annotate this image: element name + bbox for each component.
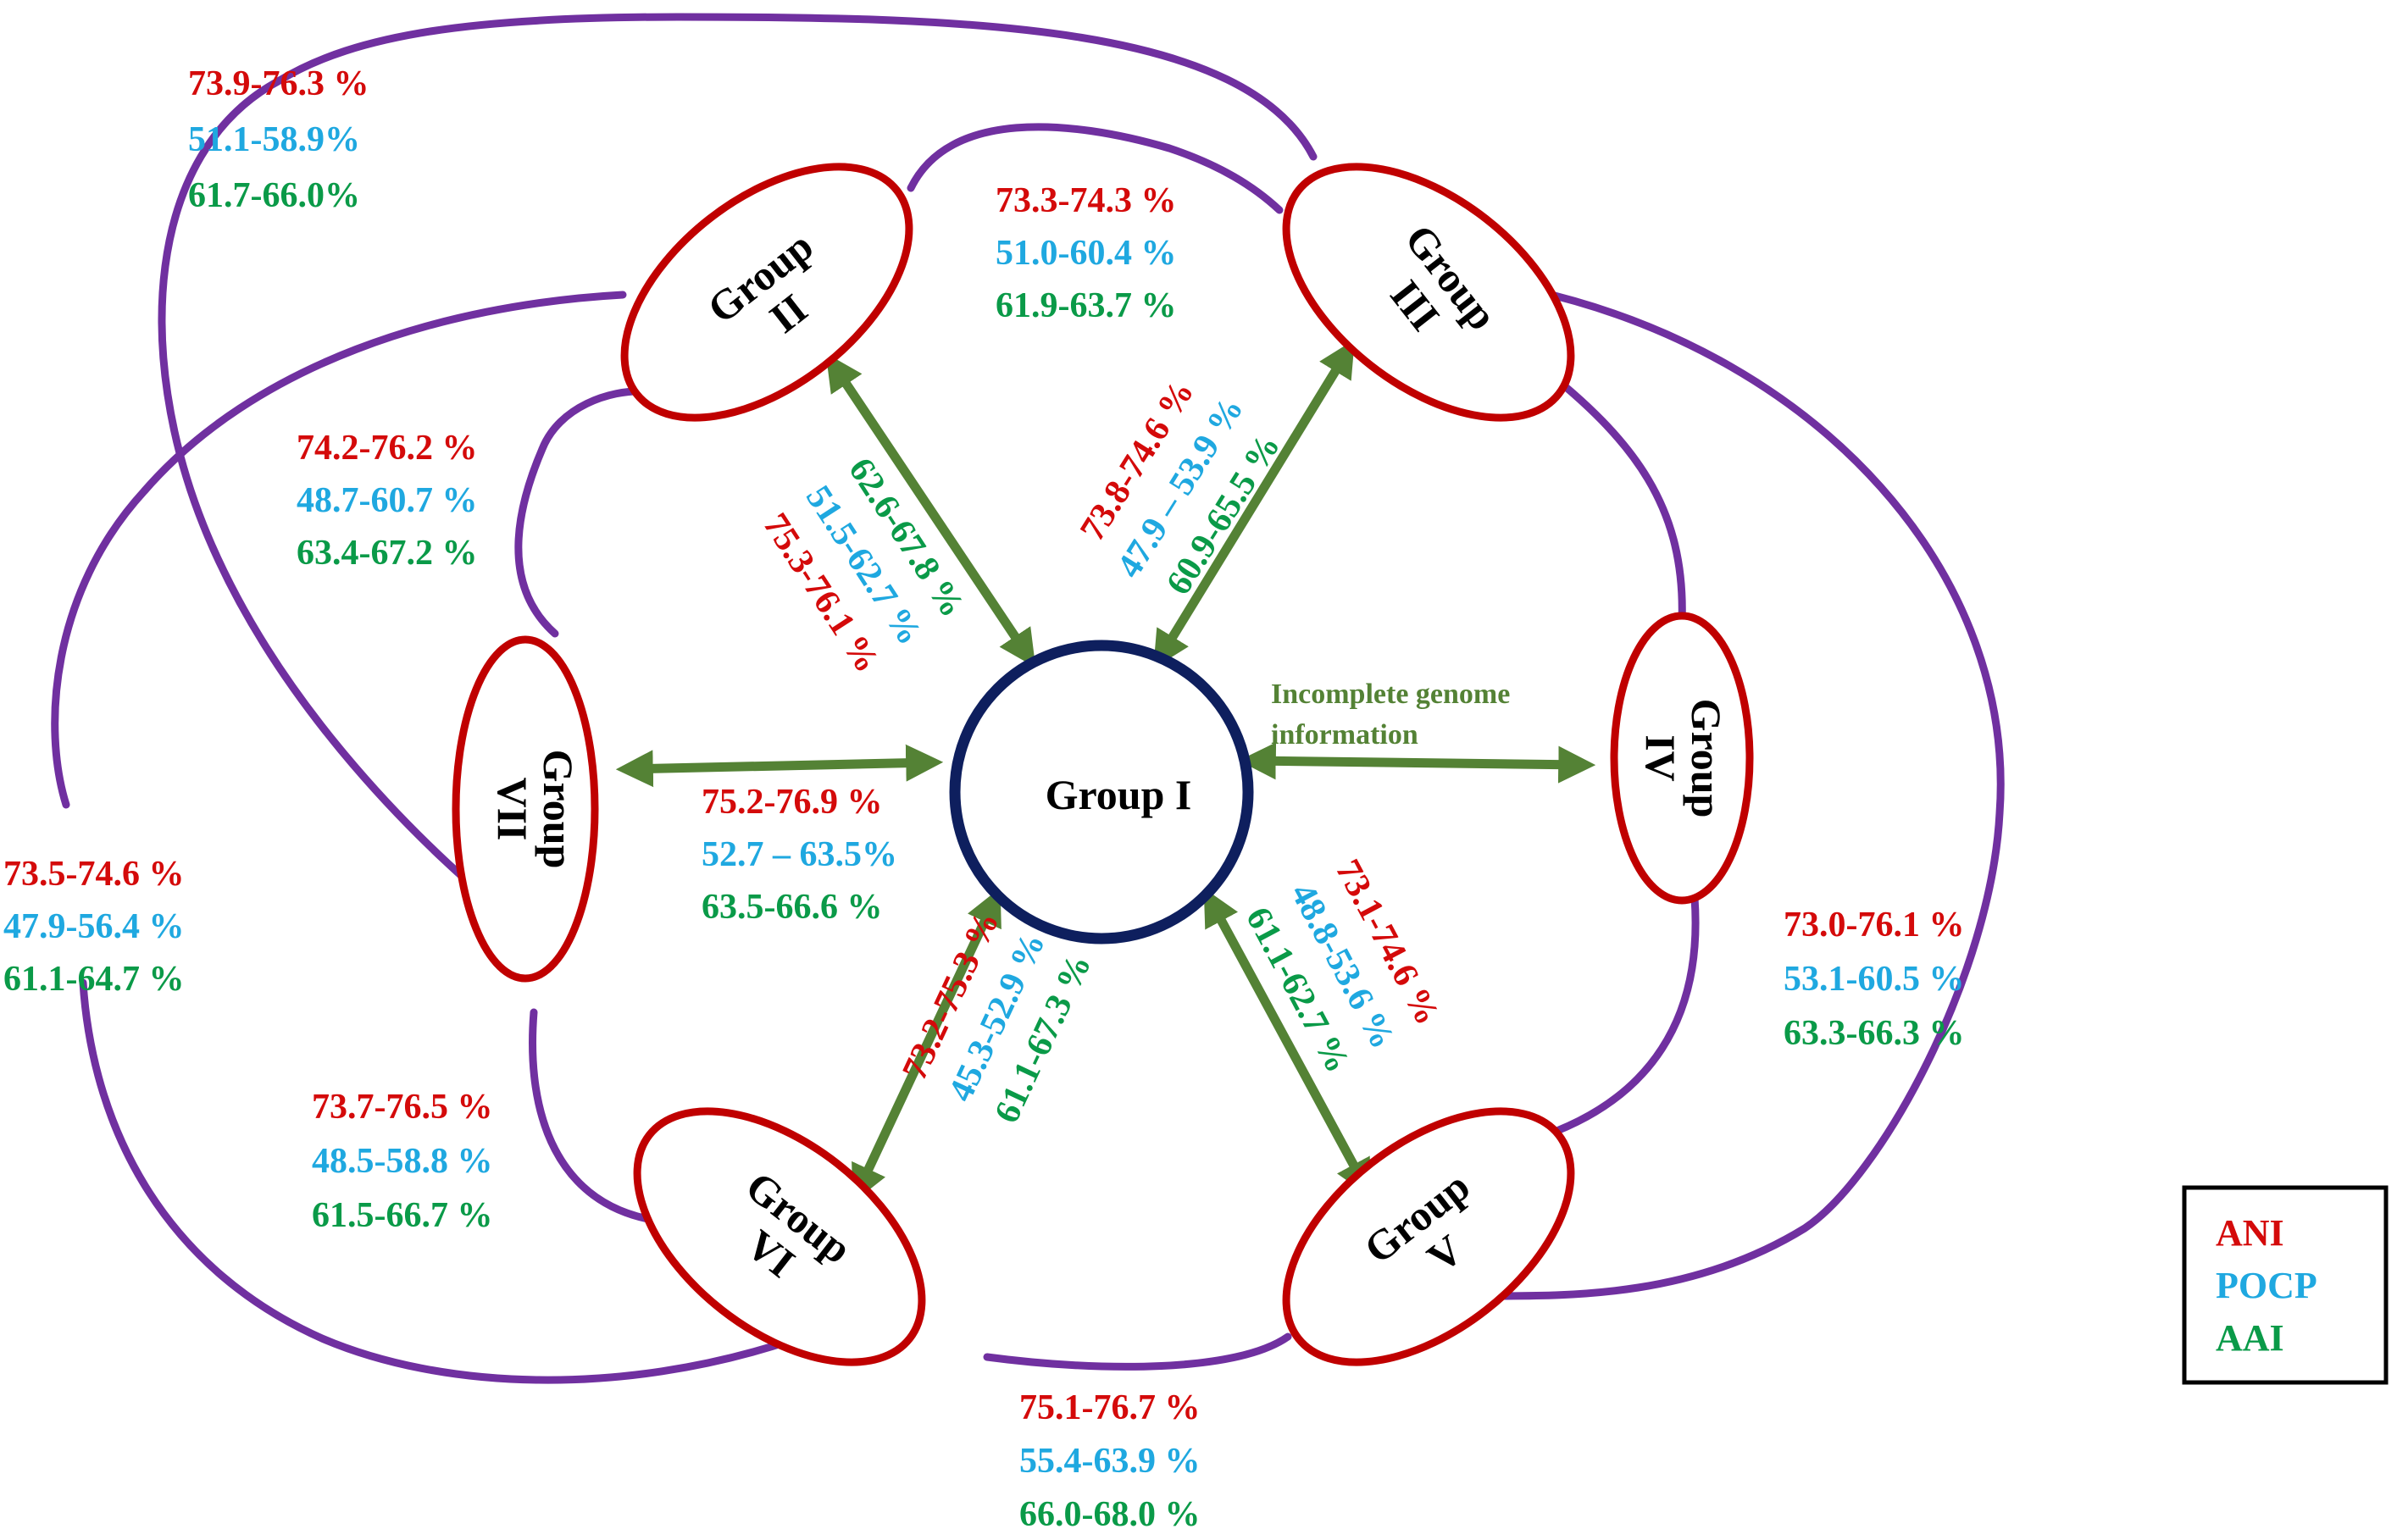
group-IV-line1: Group [1683, 699, 1730, 818]
arrow-I-VI [852, 888, 1002, 1203]
pocp-value: 48.5-58.8 % [312, 1142, 493, 1181]
aai-value: 63.4-67.2 % [297, 534, 478, 573]
group-VI-ellipse [633, 1107, 926, 1366]
link-VI-VII-lower [529, 1008, 657, 1224]
ani-value: 73.7-76.5 % [312, 1088, 493, 1127]
link-curves [51, 13, 2005, 1384]
group-shapes [452, 163, 1754, 1366]
group-I-circle [949, 640, 1254, 944]
arrow-I-III [1153, 339, 1355, 669]
ani-value: 74.2-76.2 % [297, 429, 478, 468]
legend-aai: AAI [2216, 1317, 2284, 1359]
group-VII-line2: VII [489, 777, 536, 840]
link-outer-top-arc [275, 13, 1318, 161]
ani-value: 73.0-76.1 % [1784, 906, 1965, 944]
ani-value: 73.5-74.6 % [3, 855, 185, 894]
legend: ANI POCP AAI [2182, 1185, 2389, 1385]
link-II-outer-left [51, 291, 627, 809]
link-III-outer-right [1485, 286, 2005, 1300]
group-VII-line1: Group [535, 750, 582, 869]
pocp-value: 51.1-58.9% [188, 120, 360, 159]
group-IV-label: Group IV [1637, 699, 1730, 818]
aai-value: 61.5-66.7 % [312, 1196, 493, 1235]
aai-value: 61.7-66.0% [188, 176, 360, 215]
link-outer-left-VI [79, 978, 796, 1384]
group-III-ellipse [1282, 163, 1575, 422]
group-IV-ellipse [1610, 612, 1754, 905]
arrow-I-V [1203, 888, 1372, 1198]
note-line2: information [1271, 719, 1418, 751]
aai-value: 63.5-66.6 % [702, 888, 883, 927]
value-arrow-I-V: 73.1-74.6 % 48.8-53.6 % 61.1-62.7 % [1238, 853, 1447, 1078]
value-top-II-III: 73.3-74.3 % 51.0-60.4 % 61.9-63.7 % [996, 181, 1177, 325]
group-V-ellipse [1282, 1107, 1575, 1366]
group-I-label: Group I [1046, 771, 1192, 818]
group-IV-line2: IV [1637, 734, 1684, 782]
pocp-value: 53.1-60.5 % [1784, 960, 1965, 999]
value-arrow-I-III: 73.8-74.6 % 47.9 – 53.9 % 60.9-65.5 % [1073, 374, 1288, 601]
ani-value: 73.9-76.3 % [188, 64, 369, 103]
pocp-value: 51.0-60.4 % [996, 234, 1177, 273]
group-VII-label: Group VII [489, 750, 582, 869]
note-line1: Incomplete genome [1271, 679, 1510, 710]
value-arrow-I-VII: 75.2-76.9 % 52.7 – 63.5% 63.5-66.6 % [702, 783, 897, 927]
legend-pocp: POCP [2216, 1265, 2317, 1306]
value-lower-left-VII-VI: 73.7-76.5 % 48.5-58.8 % 61.5-66.7 % [312, 1088, 493, 1235]
ani-value: 75.1-76.7 % [1019, 1388, 1201, 1427]
arrow-I-II [825, 353, 1036, 668]
link-II-III-top [907, 123, 1284, 214]
group-II-ellipse [620, 163, 913, 422]
value-bottom-VI-V: 75.1-76.7 % 55.4-63.9 % 66.0-68.0 % [1019, 1388, 1201, 1534]
pocp-value: 48.7-60.7 % [297, 481, 478, 520]
pocp-value: 47.9-56.4 % [3, 907, 185, 946]
arrow-I-IV [1238, 742, 1596, 784]
link-outer-top-left [158, 76, 496, 906]
ani-value: 73.3-74.3 % [996, 181, 1177, 220]
aai-value: 61.9-63.7 % [996, 286, 1177, 325]
link-IV-V [1529, 894, 1700, 1144]
value-outer-left: 73.5-74.6 % 47.9-56.4 % 61.1-64.7 % [3, 855, 185, 999]
legend-box [2182, 1185, 2389, 1385]
incomplete-genome-note: Incomplete genome information [1271, 679, 1510, 751]
link-VII-II-upper [514, 387, 648, 638]
value-outer-top-left: 73.9-76.3 % 51.1-58.9% 61.7-66.0% [188, 64, 369, 215]
arrows [615, 339, 1596, 1203]
pocp-value: 55.4-63.9 % [1019, 1442, 1201, 1481]
aai-value: 61.1-64.7 % [3, 960, 185, 999]
aai-value: 63.3-66.3 % [1784, 1014, 1965, 1053]
value-arrow-I-II: 62.6-67.8 % 51.5-62.7 % 75.3-76.1 % [756, 451, 972, 679]
link-VI-V-bottom [983, 1332, 1292, 1371]
ani-value: 75.2-76.9 % [702, 783, 883, 822]
value-outer-right: 73.0-76.1 % 53.1-60.5 % 63.3-66.3 % [1784, 906, 1965, 1053]
pocp-value: 52.7 – 63.5% [702, 835, 897, 874]
link-III-IV [1534, 360, 1686, 627]
legend-ani: ANI [2216, 1212, 2284, 1254]
value-upper-left-VII-II: 74.2-76.2 % 48.7-60.7 % 63.4-67.2 % [297, 429, 478, 573]
group-VII-ellipse [452, 635, 599, 983]
arrow-I-VII [615, 744, 944, 788]
aai-value: 66.0-68.0 % [1019, 1495, 1201, 1534]
